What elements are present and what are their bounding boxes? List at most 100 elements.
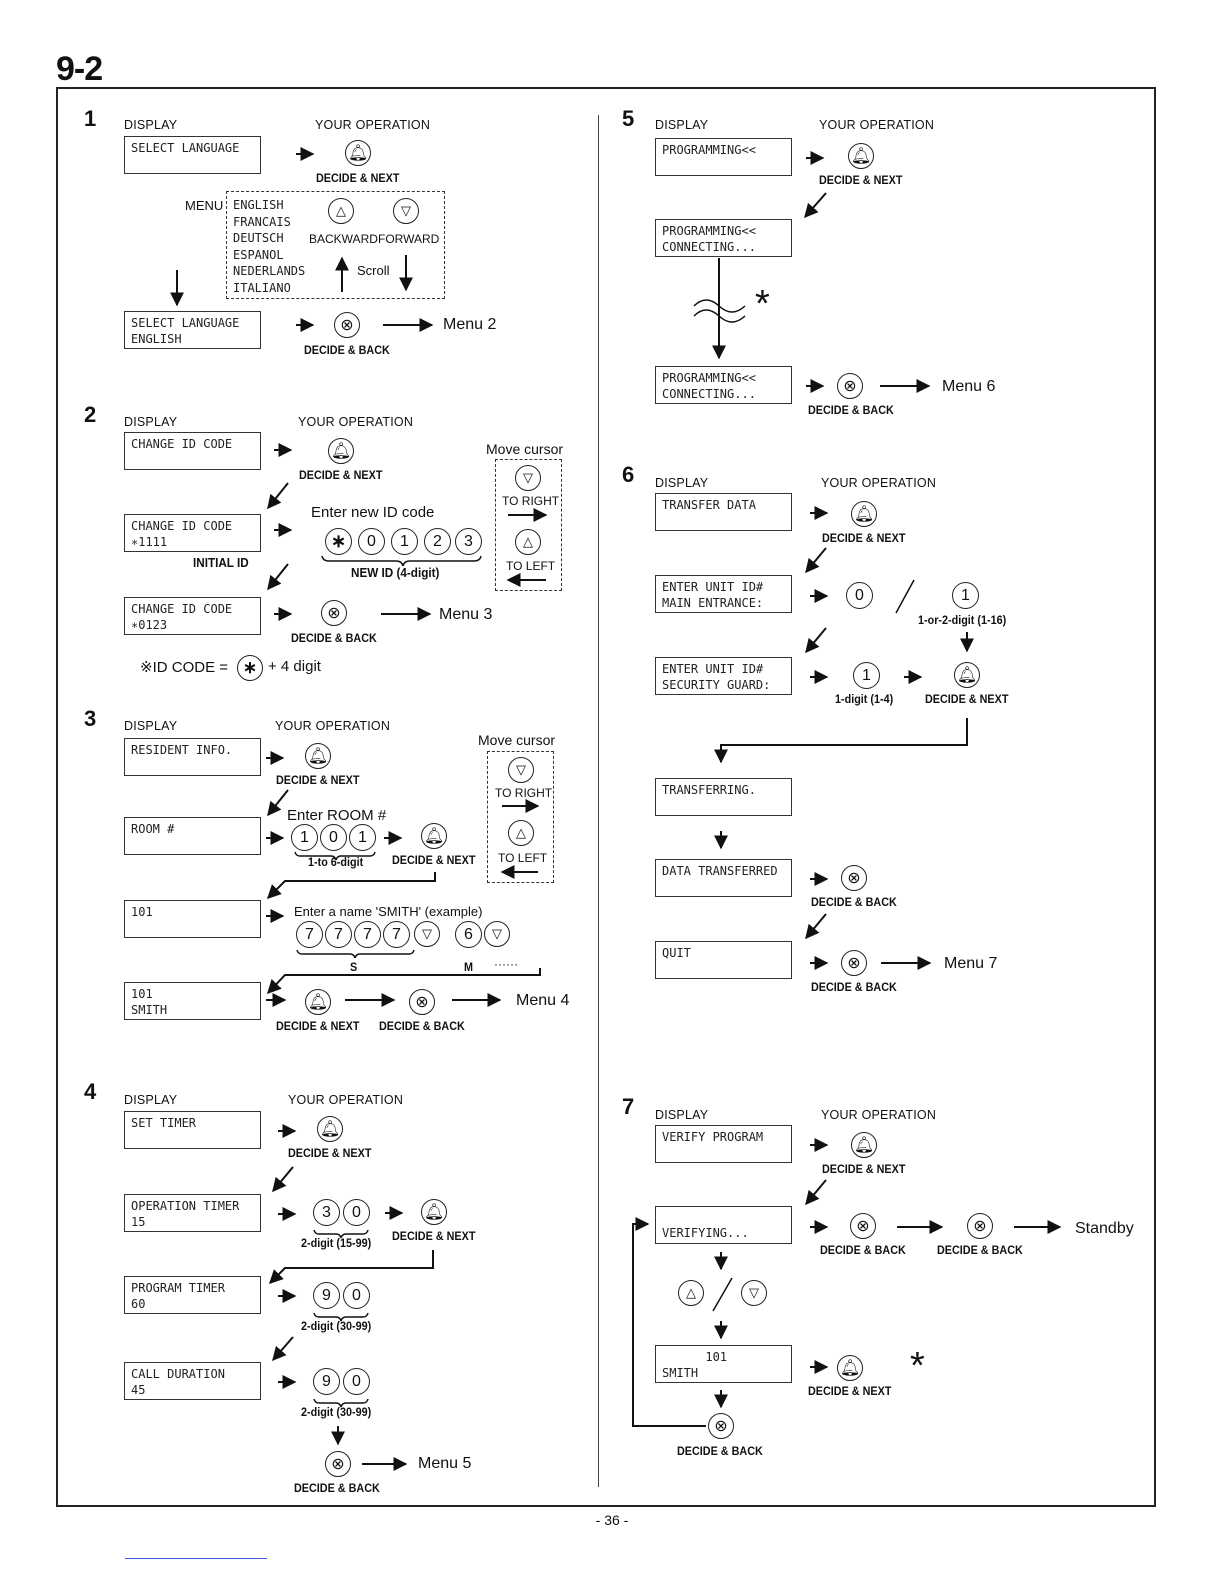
- decide-back-key[interactable]: ⊗: [850, 1213, 876, 1239]
- digit-key[interactable]: 0: [343, 1282, 370, 1309]
- digit-key[interactable]: 0: [320, 824, 347, 851]
- to-right-label: TO RIGHT: [502, 494, 560, 508]
- decide-back-key[interactable]: ⊗: [967, 1213, 993, 1239]
- digit-key[interactable]: 9: [313, 1282, 340, 1309]
- digit-key[interactable]: 7: [354, 921, 381, 948]
- lcd-display: VERIFYING...: [655, 1206, 792, 1244]
- key-label: DECIDE & BACK: [379, 1019, 465, 1033]
- decide-next-key[interactable]: 🔔︎: [421, 823, 447, 849]
- digit-key[interactable]: 0: [846, 582, 873, 609]
- digit-key[interactable]: 7: [296, 921, 323, 948]
- lcd-display: ENTER UNIT ID# MAIN ENTRANCE:: [655, 575, 792, 613]
- operation-header: YOUR OPERATION: [819, 118, 935, 132]
- key-label: DECIDE & NEXT: [808, 1384, 892, 1398]
- lcd-display: QUIT: [655, 941, 792, 979]
- asterisk-icon: ∗: [242, 658, 258, 677]
- key-label: DECIDE & NEXT: [822, 531, 906, 545]
- decide-back-key[interactable]: ⊗: [837, 373, 863, 399]
- triangle-down-icon: ▽: [749, 1285, 759, 1300]
- star-key[interactable]: ∗: [325, 528, 352, 555]
- digit-key[interactable]: 6: [455, 921, 482, 948]
- scroll-label: Scroll: [357, 263, 390, 278]
- lcd-display: PROGRAM TIMER 60: [124, 1276, 261, 1314]
- key-label: DECIDE & BACK: [811, 980, 897, 994]
- key-label: DECIDE & BACK: [937, 1243, 1023, 1257]
- enter-new-id-label: Enter new ID code: [311, 504, 435, 521]
- display-header: DISPLAY: [655, 1108, 709, 1122]
- digit-key[interactable]: 1: [291, 824, 318, 851]
- page-title: 9-2: [56, 50, 103, 88]
- lcd-display: TRANSFER DATA: [655, 493, 792, 531]
- menu-link: Menu 2: [443, 316, 497, 333]
- display-header: DISPLAY: [655, 476, 709, 490]
- digit-key[interactable]: 7: [325, 921, 352, 948]
- menu-label: MENU: [185, 198, 224, 213]
- digit-key[interactable]: 1: [349, 824, 376, 851]
- digit-key[interactable]: 0: [343, 1199, 370, 1226]
- decide-next-key[interactable]: 🔔︎: [305, 989, 331, 1015]
- page-number: - 36 -: [595, 1512, 629, 1528]
- digits-label: 1-digit (1-4): [835, 692, 894, 706]
- decide-next-key[interactable]: 🔔︎: [837, 1355, 863, 1381]
- decide-back-key[interactable]: ⊗: [409, 989, 435, 1015]
- lcd-display: RESIDENT INFO.: [124, 738, 261, 776]
- decide-next-key[interactable]: 🔔︎: [328, 438, 354, 464]
- triangle-down-icon: ▽: [516, 762, 526, 777]
- digit-key[interactable]: 1: [952, 582, 979, 609]
- initial-id-label: INITIAL ID: [193, 555, 249, 570]
- decide-back-key[interactable]: ⊗: [841, 865, 867, 891]
- lcd-display: PROGRAMMING<<: [655, 138, 792, 176]
- backward-key[interactable]: △: [328, 198, 354, 224]
- column-divider: [598, 115, 599, 1487]
- key-label: DECIDE & BACK: [294, 1481, 380, 1495]
- decide-next-key[interactable]: 🔔︎: [345, 140, 371, 166]
- key-label: DECIDE & BACK: [677, 1444, 763, 1458]
- to-left-key[interactable]: △: [515, 529, 541, 555]
- to-right-key[interactable]: ▽: [484, 921, 510, 947]
- decide-next-key[interactable]: 🔔︎: [851, 501, 877, 527]
- digit-key[interactable]: 3: [455, 528, 482, 555]
- forward-key[interactable]: ▽: [741, 1280, 767, 1306]
- operation-header: YOUR OPERATION: [821, 476, 937, 490]
- digit-key[interactable]: 9: [313, 1368, 340, 1395]
- to-right-key[interactable]: ▽: [515, 465, 541, 491]
- triangle-up-icon: △: [686, 1285, 696, 1300]
- bell-icon: 🔔︎: [307, 748, 329, 765]
- bell-icon: 🔔︎: [330, 443, 352, 460]
- digit-key[interactable]: 1: [853, 662, 880, 689]
- decide-next-key[interactable]: 🔔︎: [848, 143, 874, 169]
- decide-back-key[interactable]: ⊗: [325, 1451, 351, 1477]
- decide-next-key[interactable]: 🔔︎: [954, 662, 980, 688]
- digit-key[interactable]: 1: [391, 528, 418, 555]
- letter-s-label: S: [350, 960, 358, 974]
- key-label: DECIDE & BACK: [820, 1243, 906, 1257]
- digit-key[interactable]: 0: [343, 1368, 370, 1395]
- digits-label: 2-digit (30-99): [301, 1405, 372, 1419]
- digit-key[interactable]: 2: [424, 528, 451, 555]
- decide-next-key[interactable]: 🔔︎: [851, 1132, 877, 1158]
- lcd-display: CHANGE ID CODE: [124, 432, 261, 470]
- backward-key[interactable]: △: [678, 1280, 704, 1306]
- digit-key[interactable]: 3: [313, 1199, 340, 1226]
- digit-key[interactable]: 7: [383, 921, 410, 948]
- to-left-key[interactable]: △: [508, 820, 534, 846]
- decide-back-key[interactable]: ⊗: [321, 600, 347, 626]
- decide-back-key[interactable]: ⊗: [841, 950, 867, 976]
- operation-header: YOUR OPERATION: [315, 118, 431, 132]
- bell-icon: 🔔︎: [319, 1121, 341, 1138]
- bell-icon: 🔔︎: [850, 148, 872, 165]
- enter-room-label: Enter ROOM #: [287, 807, 387, 824]
- decide-next-key[interactable]: 🔔︎: [421, 1199, 447, 1225]
- forward-key[interactable]: ▽: [393, 198, 419, 224]
- decide-next-key[interactable]: 🔔︎: [317, 1116, 343, 1142]
- operation-header: YOUR OPERATION: [288, 1093, 404, 1107]
- decide-next-key[interactable]: 🔔︎: [305, 743, 331, 769]
- to-right-key[interactable]: ▽: [508, 757, 534, 783]
- digits-label: 1-or-2-digit (1-16): [918, 613, 1007, 627]
- to-right-key[interactable]: ▽: [414, 921, 440, 947]
- digit-key[interactable]: 0: [358, 528, 385, 555]
- operation-header: YOUR OPERATION: [821, 1108, 937, 1122]
- decide-back-key[interactable]: ⊗: [334, 312, 360, 338]
- decide-back-key[interactable]: ⊗: [708, 1413, 734, 1439]
- bell-icon: 🔔︎: [307, 994, 329, 1011]
